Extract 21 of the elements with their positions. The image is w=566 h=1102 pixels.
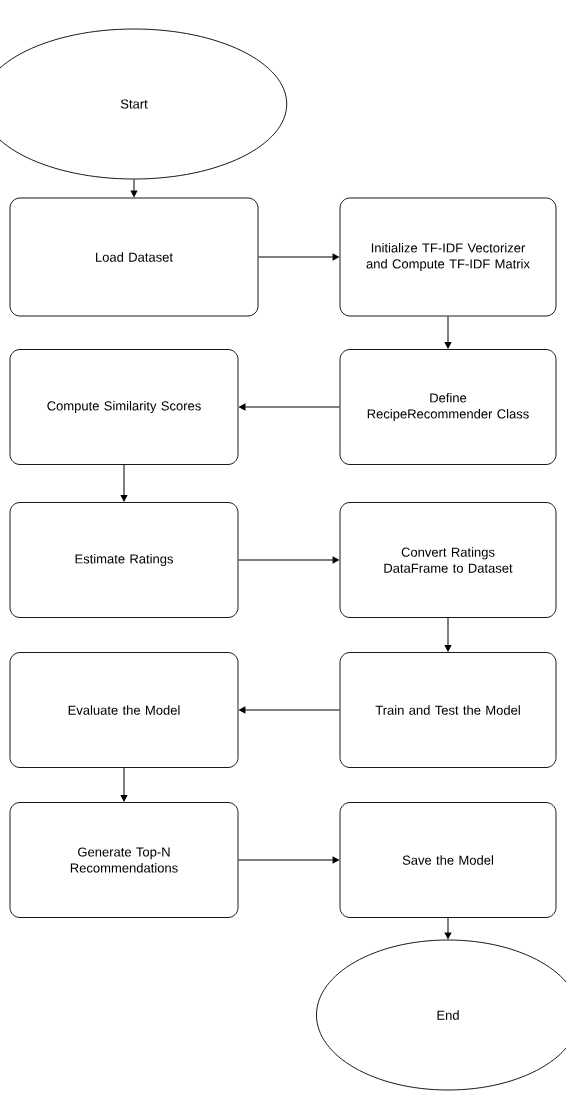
arrow [130,178,138,197]
process-box: Save the Model [339,802,557,918]
process-box: Initialize TF-IDF Vectorizer and Compute TF-IDF Matrix [339,197,557,317]
process-box: Generate Top-N Recommendations [9,802,239,918]
arrow [444,617,452,652]
process-box: Define RecipeRecommender Class [339,349,557,465]
arrow [257,253,339,261]
arrow [444,315,452,349]
process-box: Estimate Ratings [9,502,239,618]
arrow [237,856,339,864]
process-box: Load Dataset [9,197,259,317]
arrow [120,767,128,802]
process-box: Train and Test the Model [339,652,557,768]
arrow [239,403,341,411]
process-box: Convert Ratings DataFrame to Dataset [339,502,557,618]
arrow [444,917,452,939]
process-box: Evaluate the Model [9,652,239,768]
arrow [120,464,128,502]
arrow [237,556,339,564]
arrow [239,706,341,714]
process-box: Compute Similarity Scores [9,349,239,465]
